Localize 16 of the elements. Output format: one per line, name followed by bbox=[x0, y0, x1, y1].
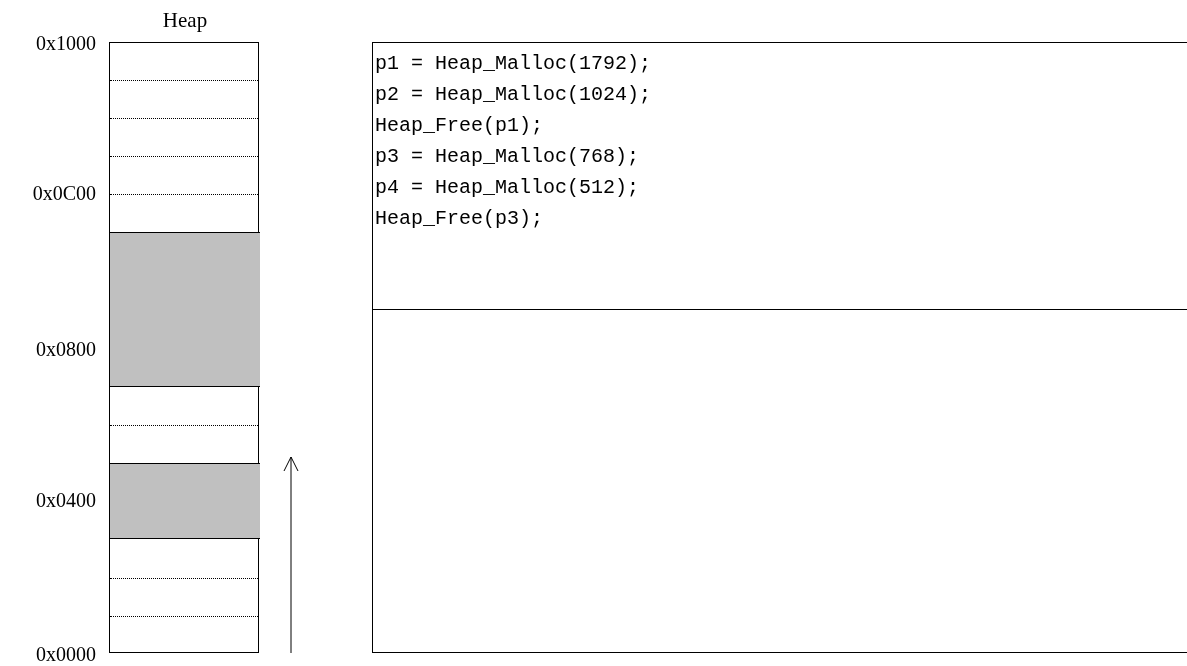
code-line: Heap_Free(p3); bbox=[375, 206, 544, 232]
empty-panel bbox=[372, 309, 1187, 653]
code-line: p3 = Heap_Malloc(768); bbox=[375, 144, 640, 170]
code-line: p1 = Heap_Malloc(1792); bbox=[375, 51, 652, 77]
address-label: 0x0400 bbox=[35, 489, 96, 511]
address-label: 0x0C00 bbox=[31, 182, 96, 204]
address-label: 0x0000 bbox=[35, 643, 96, 665]
allocated-block bbox=[110, 232, 260, 387]
allocated-block bbox=[110, 463, 260, 539]
address-label: 0x1000 bbox=[35, 32, 96, 54]
address-label: 0x0800 bbox=[35, 338, 96, 360]
code-line: Heap_Free(p1); bbox=[375, 113, 544, 139]
heap-title: Heap bbox=[162, 8, 208, 32]
code-line: p2 = Heap_Malloc(1024); bbox=[375, 82, 652, 108]
code-line: p4 = Heap_Malloc(512); bbox=[375, 175, 640, 201]
code-panel bbox=[372, 42, 1187, 309]
